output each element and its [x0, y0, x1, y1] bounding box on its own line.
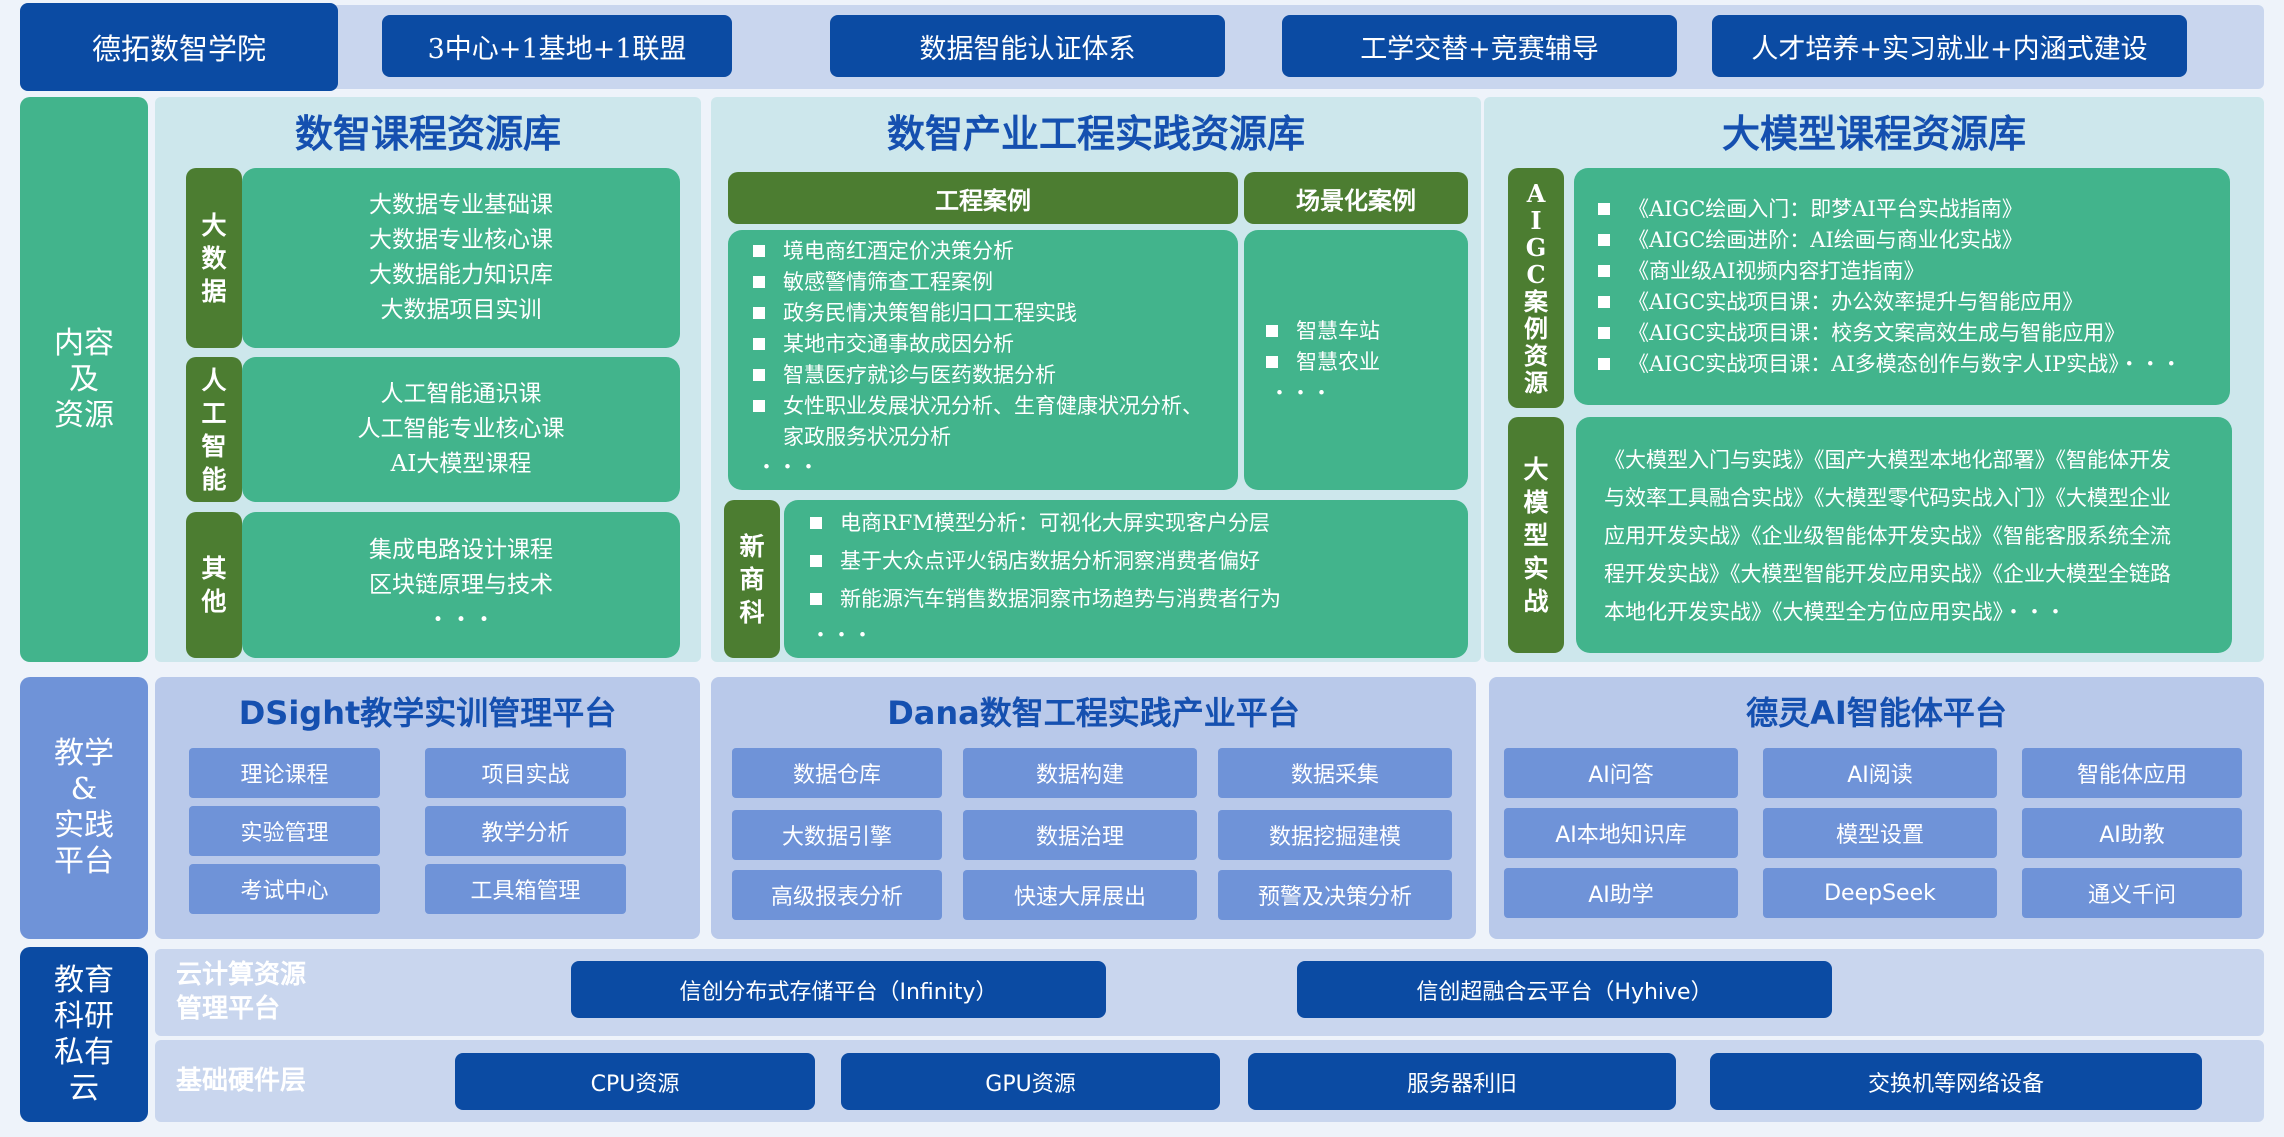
- llm-practice-line: 程开发实战》《大模型智能开发应用实战》《企业大模型全链路: [1604, 562, 2171, 586]
- scenario-cases-header: 场景化案例: [1244, 172, 1468, 224]
- ai-reading: AI阅读: [1763, 748, 1997, 798]
- aigc-course-item: 《AIGC实战项目课：AI多模态创作与数字人IP实战》・・・: [1598, 349, 2182, 380]
- aigc-course-item: 《AIGC实战项目课：校务文案高效生成与智能应用》: [1598, 318, 2125, 349]
- dana-bigdata-engine: 大数据引擎: [732, 810, 942, 860]
- industry-library-title: 数智产业工程实践资源库: [886, 110, 1305, 156]
- dana-data-governance: 数据治理: [963, 810, 1197, 860]
- course-item: AI大模型课程: [390, 451, 532, 477]
- category-teaching-platform: 教学 & 实践 平台: [20, 677, 148, 939]
- ai-local-knowledge-base: AI本地知识库: [1504, 808, 1738, 858]
- engineering-case-item: 女性职业发展状况分析、生育健康状况分析、: [753, 391, 1203, 422]
- course-group-other-label: 其 他: [186, 512, 242, 658]
- llm-practice-line: 应用开发实战》《企业级智能体开发实战》《智能客服系统全流: [1604, 524, 2171, 548]
- new-business-box: 电商RFM模型分析：可视化大屏实现客户分层 基于大众点评火锅店数据分析洞察消费者…: [784, 500, 1468, 658]
- ai-teaching-assistant: AI助教: [2022, 808, 2242, 858]
- ai-learning-assistant: AI助学: [1504, 868, 1738, 918]
- dana-dashboard: 快速大屏展出: [963, 870, 1197, 920]
- brand-label: 德拓数智学院: [20, 3, 338, 91]
- distributed-storage-platform: 信创分布式存储平台（Infinity）: [571, 961, 1106, 1018]
- dsight-teaching-analysis: 教学分析: [425, 806, 626, 856]
- category-content-resources: 内容 及 资源: [20, 97, 148, 662]
- scenario-case-item: 智慧车站: [1266, 316, 1380, 347]
- course-library-title: 数智课程资源库: [294, 110, 561, 156]
- ai-qa: AI问答: [1504, 748, 1738, 798]
- engineering-case-item: 敏感警情筛查工程案例: [753, 267, 993, 298]
- dana-warning-decision: 预警及决策分析: [1218, 870, 1452, 920]
- model-settings: 模型设置: [1763, 808, 1997, 858]
- deepseek-model: DeepSeek: [1763, 868, 1997, 918]
- dana-advanced-report: 高级报表分析: [732, 870, 942, 920]
- course-item: 区块链原理与技术: [369, 571, 553, 598]
- tongyi-qianwen-model: 通义千问: [2022, 868, 2242, 918]
- hyperconverged-cloud-platform: 信创超融合云平台（Hyhive）: [1297, 961, 1832, 1018]
- engineering-cases-more: ・・・: [756, 455, 819, 479]
- aigc-course-item: 《商业级AI视频内容打造指南》: [1598, 256, 1924, 287]
- course-item: 集成电路设计课程: [369, 536, 553, 563]
- course-group-ai-label: 人 工 智 能: [186, 357, 242, 502]
- new-business-label: 新 商 科: [724, 500, 780, 658]
- course-item: 大数据项目实训: [380, 297, 542, 323]
- aigc-cases-box: 《AIGC绘画入门：即梦AI平台实战指南》 《AIGC绘画进阶：AI绘画与商业化…: [1574, 168, 2230, 405]
- course-item: 人工智能通识课: [380, 381, 542, 407]
- engineering-case-item-continued: 家政服务状况分析: [783, 425, 951, 449]
- gpu-resources: GPU资源: [841, 1053, 1220, 1110]
- scenario-cases-box: 智慧车站 智慧农业 ・・・: [1244, 230, 1468, 490]
- course-group-bigdata-items: 大数据专业基础课 大数据专业核心课 大数据能力知识库 大数据项目实训: [242, 168, 680, 348]
- course-group-ai-items: 人工智能通识课 人工智能专业核心课 AI大模型课程: [242, 357, 680, 502]
- dsight-project-practice: 项目实战: [425, 748, 626, 798]
- course-item: 大数据专业基础课: [369, 192, 553, 218]
- agent-application: 智能体应用: [2022, 748, 2242, 798]
- header-pill-certification: 数据智能认证体系: [830, 15, 1225, 77]
- course-group-other-items: 集成电路设计课程 区块链原理与技术 ・・・: [242, 512, 680, 658]
- dsight-toolbox-management: 工具箱管理: [425, 864, 626, 914]
- engineering-case-item: 某地市交通事故成因分析: [753, 329, 1014, 360]
- llm-practice-box: 《大模型入门与实践》《国产大模型本地化部署》《智能体开发 与效率工具融合实战》《…: [1576, 417, 2232, 653]
- scenario-cases-more: ・・・: [1269, 381, 1332, 405]
- aigc-course-item: 《AIGC实战项目课：办公效率提升与智能应用》: [1598, 287, 2083, 318]
- engineering-case-item: 智慧医疗就诊与医药数据分析: [753, 360, 1056, 391]
- dana-data-warehouse: 数据仓库: [732, 748, 942, 798]
- dsight-exam-center: 考试中心: [189, 864, 380, 914]
- server-reuse: 服务器利旧: [1248, 1053, 1676, 1110]
- scenario-case-item: 智慧农业: [1266, 347, 1380, 378]
- new-business-item: 电商RFM模型分析：可视化大屏实现客户分层: [810, 508, 1270, 539]
- new-business-more: ・・・: [810, 623, 873, 647]
- dana-data-mining: 数据挖掘建模: [1218, 810, 1452, 860]
- network-devices: 交换机等网络设备: [1710, 1053, 2202, 1110]
- course-item: 人工智能专业核心课: [357, 416, 565, 442]
- header-pill-work-study: 工学交替+竞赛辅导: [1282, 15, 1677, 77]
- engineering-cases-box: 境电商红酒定价决策分析 敏感警情筛查工程案例 政务民情决策智能归口工程实践 某地…: [728, 230, 1238, 490]
- course-item: 大数据专业核心课: [369, 227, 553, 253]
- dana-platform-title: Dana数智工程实践产业平台: [887, 694, 1300, 732]
- header-pill-talent: 人才培养+实习就业+内涵式建设: [1712, 15, 2187, 77]
- new-business-item: 新能源汽车销售数据洞察市场趋势与消费者行为: [810, 584, 1281, 615]
- dana-data-build: 数据构建: [963, 748, 1197, 798]
- llm-library-title: 大模型课程资源库: [1721, 110, 2026, 156]
- cloud-management-label: 云计算资源 管理平台: [176, 960, 307, 1024]
- llm-practice-label: 大 模 型 实 战: [1508, 417, 1564, 653]
- llm-practice-line: 《大模型入门与实践》《国产大模型本地化部署》《智能体开发: [1604, 448, 2171, 472]
- deling-ai-platform-title: 德灵AI智能体平台: [1746, 694, 2007, 732]
- aigc-cases-label: A I G C 案 例 资 源: [1508, 168, 1564, 408]
- course-group-bigdata-label: 大 数 据: [186, 168, 242, 348]
- course-item: ・・・: [426, 606, 496, 633]
- dsight-experiment-management: 实验管理: [189, 806, 380, 856]
- aigc-course-item: 《AIGC绘画进阶：AI绘画与商业化实战》: [1598, 225, 2023, 256]
- new-business-item: 基于大众点评火锅店数据分析洞察消费者偏好: [810, 546, 1260, 577]
- engineering-case-item: 政务民情决策智能归口工程实践: [753, 298, 1077, 329]
- llm-practice-line: 与效率工具融合实战》《大模型零代码实战入门》《大模型企业: [1604, 486, 2171, 510]
- dsight-platform-title: DSight教学实训管理平台: [238, 694, 617, 732]
- hardware-layer-label: 基础硬件层: [176, 1066, 307, 1096]
- course-item: 大数据能力知识库: [369, 262, 553, 288]
- cloud-management-row: [155, 949, 2264, 1036]
- engineering-case-item: 境电商红酒定价决策分析: [753, 236, 1014, 267]
- llm-practice-line: 本地化开发实战》《大模型全方位应用实战》・・・: [1604, 600, 2066, 624]
- aigc-course-item: 《AIGC绘画入门：即梦AI平台实战指南》: [1598, 194, 2023, 225]
- category-private-cloud: 教育 科研 私有 云: [20, 947, 148, 1122]
- engineering-cases-header: 工程案例: [728, 172, 1238, 224]
- header-pill-centers: 3中心+1基地+1联盟: [382, 15, 732, 77]
- dana-data-collection: 数据采集: [1218, 748, 1452, 798]
- cpu-resources: CPU资源: [455, 1053, 815, 1110]
- dsight-theory-course: 理论课程: [189, 748, 380, 798]
